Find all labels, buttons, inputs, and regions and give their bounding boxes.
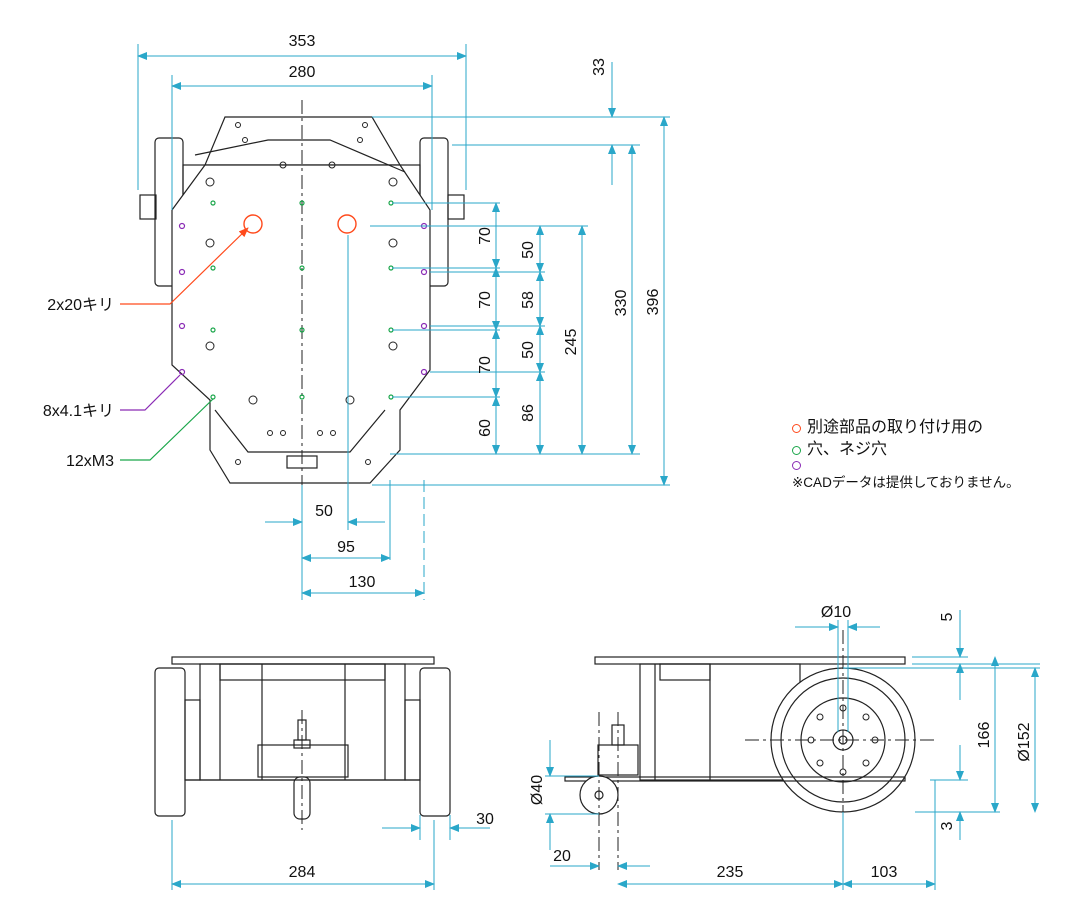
- legend-row-green: 穴、ネジ穴: [792, 439, 1020, 461]
- dim-130: 130: [349, 574, 376, 591]
- dim-280: 280: [289, 64, 316, 81]
- purple-circle-icon: [792, 461, 801, 470]
- dim-20: 20: [553, 848, 571, 865]
- callout-through-holes: 8x4.1キリ: [43, 403, 114, 420]
- dim-245: 245: [563, 329, 580, 356]
- side-view-dimensions: [545, 610, 1040, 890]
- dim-396: 396: [645, 289, 662, 316]
- dim-50-b: 50: [520, 341, 537, 359]
- dim-wheel-dia: Ø152: [1016, 722, 1033, 761]
- front-view: [154, 656, 451, 830]
- green-circle-icon: [792, 445, 801, 455]
- legend-row-red: 別途部品の取り付け用の: [792, 417, 1020, 439]
- dim-86: 86: [520, 404, 537, 422]
- dim-70-a: 70: [477, 227, 494, 245]
- dim-axle-dia: Ø10: [821, 604, 851, 621]
- dim-30: 30: [476, 811, 494, 828]
- legend-note: ※CADデータは提供しておりません。: [792, 475, 1020, 490]
- dim-70-b: 70: [477, 291, 494, 309]
- dim-33: 33: [591, 58, 608, 76]
- dim-353: 353: [289, 33, 316, 50]
- dim-caster-dia: Ø40: [529, 775, 546, 805]
- callout-tapped-holes: 12xM3: [66, 453, 114, 470]
- legend-row-purple: [792, 461, 1020, 470]
- dim-5: 5: [939, 612, 956, 621]
- dim-50-a: 50: [520, 241, 537, 259]
- red-circle-icon: [792, 423, 801, 433]
- dim-235: 235: [717, 864, 744, 881]
- dim-70-c: 70: [477, 356, 494, 374]
- dim-330: 330: [613, 290, 630, 317]
- legend-green-label: 穴、ネジ穴: [807, 441, 888, 458]
- dim-3: 3: [939, 821, 956, 830]
- dim-50-bottom: 50: [315, 503, 333, 520]
- top-view: [120, 100, 465, 500]
- callouts: 2x20キリ 8x4.1キリ 12xM3: [43, 297, 114, 470]
- side-view: [564, 630, 935, 870]
- dim-95: 95: [337, 539, 355, 556]
- dimension-labels: 353 280 33 70 70 70 60 50 58 50 86 245 3…: [289, 33, 1033, 881]
- dim-58: 58: [520, 291, 537, 309]
- dim-166: 166: [976, 722, 993, 749]
- top-view-dimensions: [137, 44, 670, 600]
- dim-103: 103: [871, 864, 898, 881]
- legend-red-label: 別途部品の取り付け用の: [807, 419, 984, 436]
- dim-284: 284: [289, 864, 316, 881]
- front-view-dimensions: [171, 815, 490, 890]
- legend: 別途部品の取り付け用の 穴、ネジ穴 ※CADデータは提供しておりません。: [792, 417, 1020, 494]
- callout-mount-holes: 2x20キリ: [47, 297, 114, 314]
- dim-60: 60: [477, 419, 494, 437]
